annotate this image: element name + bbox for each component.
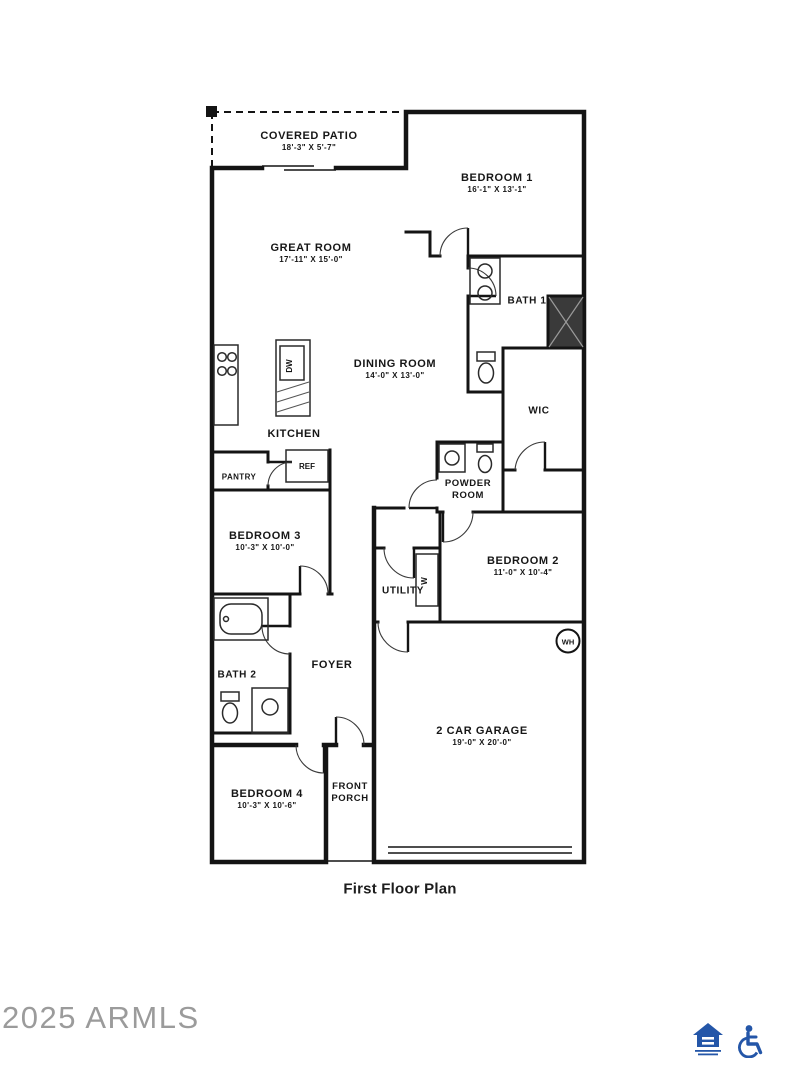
dishwasher-box bbox=[279, 345, 305, 381]
room-label-bath2: BATH 2 bbox=[218, 670, 257, 681]
bath2-toilet-icon bbox=[220, 691, 240, 724]
powder-vanity bbox=[438, 443, 466, 473]
room-dims: 17'-11" X 15'-0" bbox=[279, 255, 343, 264]
room-name: POWDER ROOM bbox=[444, 478, 492, 501]
exterior-walls bbox=[209, 109, 587, 865]
room-dims: 11'-0" X 10'-4" bbox=[493, 568, 553, 577]
room-name: KITCHEN bbox=[267, 428, 321, 440]
room-dims: 18'-3" X 5'-7" bbox=[281, 143, 337, 152]
powder-sink-icon bbox=[444, 450, 460, 466]
door-swing-arcs bbox=[261, 227, 546, 774]
room-label-covered-patio: COVERED PATIO 18'-3" X 5'-7" bbox=[260, 130, 357, 152]
room-label-powder-room: POWDER ROOM bbox=[440, 478, 496, 502]
room-name: BATH 2 bbox=[217, 669, 257, 681]
room-name: PANTRY bbox=[221, 472, 257, 482]
patio-dashed-outline bbox=[211, 111, 406, 168]
room-name: WIC bbox=[528, 405, 550, 417]
room-label-kitchen: KITCHEN bbox=[267, 428, 320, 440]
room-dims: 14'-0" X 13'-0" bbox=[365, 371, 425, 380]
room-name: BEDROOM 1 bbox=[460, 172, 534, 184]
room-name: COVERED PATIO bbox=[260, 130, 358, 142]
bath1-sink-icon bbox=[477, 263, 493, 279]
interior-walls bbox=[210, 230, 586, 735]
room-label-bedroom4: BEDROOM 4 10'-3" X 10'-6" bbox=[231, 788, 303, 810]
bath2-vanity bbox=[251, 687, 289, 734]
water-heater-icon bbox=[555, 628, 581, 654]
room-name: BEDROOM 3 bbox=[228, 530, 302, 542]
bath1-vanity bbox=[469, 257, 501, 305]
room-label-great-room: GREAT ROOM 17'-11" X 15'-0" bbox=[271, 242, 352, 264]
room-name: BATH 1 bbox=[507, 295, 547, 307]
room-name: GREAT ROOM bbox=[270, 242, 352, 254]
bath2-sink-icon bbox=[261, 698, 279, 716]
room-dims: 19'-0" X 20'-0" bbox=[452, 738, 512, 747]
kitchen-counter bbox=[213, 344, 239, 426]
room-name: BEDROOM 2 bbox=[486, 555, 560, 567]
room-name: FOYER bbox=[311, 659, 353, 671]
washer-label: W bbox=[420, 577, 429, 585]
room-name: 2 CAR GARAGE bbox=[436, 725, 528, 737]
dishwasher-label: DW bbox=[285, 359, 294, 373]
room-label-dining-room: DINING ROOM 14'-0" X 13'-0" bbox=[354, 358, 436, 380]
bath1-shower-icon bbox=[546, 294, 586, 350]
garage-door-lines bbox=[388, 846, 572, 854]
washer-box bbox=[415, 553, 439, 607]
footer-icons bbox=[692, 1022, 766, 1058]
range-burners-icon bbox=[216, 351, 238, 377]
room-label-bath1: BATH 1 bbox=[508, 296, 547, 307]
room-label-pantry: PANTRY bbox=[222, 473, 256, 482]
room-label-wic: WIC bbox=[528, 406, 549, 417]
room-label-utility: UTILITY bbox=[382, 586, 424, 597]
refrigerator-box bbox=[285, 449, 329, 483]
island-hatching bbox=[276, 381, 310, 413]
kitchen-island bbox=[275, 339, 311, 417]
room-label-foyer: FOYER bbox=[312, 659, 353, 671]
door-leaves bbox=[262, 228, 547, 773]
bath1-toilet-icon bbox=[476, 351, 496, 384]
room-name: FRONT PORCH bbox=[331, 781, 369, 804]
plan-caption: First Floor Plan bbox=[343, 880, 457, 898]
refrigerator-label: REF bbox=[299, 462, 315, 471]
room-dims: 16'-1" X 13'-1" bbox=[467, 185, 527, 194]
room-name: BEDROOM 4 bbox=[230, 788, 304, 800]
room-label-bedroom2: BEDROOM 2 11'-0" X 10'-4" bbox=[487, 555, 559, 577]
room-label-garage: 2 CAR GARAGE 19'-0" X 20'-0" bbox=[436, 725, 528, 747]
watermark-text: 2025 ARMLS bbox=[2, 1000, 200, 1035]
bath2-tub-icon bbox=[213, 597, 269, 641]
room-dims: 10'-3" X 10'-6" bbox=[237, 801, 297, 810]
room-dims: 10'-3" X 10'-0" bbox=[235, 543, 295, 552]
bath1-sink2-icon bbox=[477, 285, 493, 301]
sliding-patio-door bbox=[262, 165, 336, 171]
room-label-bedroom3: BEDROOM 3 10'-3" X 10'-0" bbox=[229, 530, 301, 552]
powder-toilet-icon bbox=[476, 443, 494, 474]
room-name: DINING ROOM bbox=[353, 358, 437, 370]
room-label-bedroom1: BEDROOM 1 16'-1" X 13'-1" bbox=[461, 172, 533, 194]
room-name: UTILITY bbox=[382, 585, 424, 597]
patio-post bbox=[206, 106, 217, 117]
wheelchair-icon bbox=[738, 1025, 763, 1058]
room-label-front-porch: FRONT PORCH bbox=[322, 781, 378, 805]
equal-housing-icon bbox=[693, 1023, 723, 1056]
water-heater-label: WH bbox=[562, 638, 575, 647]
